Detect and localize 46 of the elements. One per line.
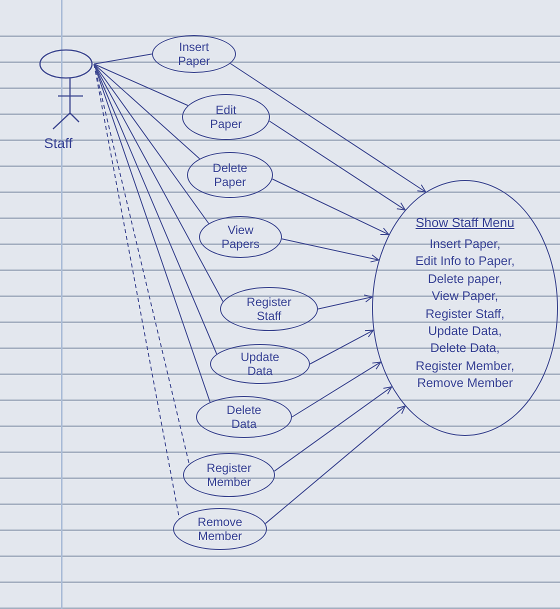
use-case-label: Update Data bbox=[240, 350, 280, 378]
arrow bbox=[310, 330, 374, 364]
arrow bbox=[318, 294, 373, 310]
use-case-ellipse bbox=[152, 35, 236, 73]
use-case-label: Register Member bbox=[206, 461, 252, 489]
use-case-ellipse bbox=[199, 216, 282, 258]
use-case-ellipse bbox=[187, 152, 273, 198]
arrow bbox=[272, 178, 390, 236]
use-case-label: View Papers bbox=[221, 223, 260, 251]
menu-item: Delete paper, bbox=[428, 270, 502, 288]
use-case-label: Edit Paper bbox=[210, 103, 242, 131]
use-case-ellipse bbox=[183, 453, 275, 497]
menu-item: Update Data, bbox=[428, 323, 502, 340]
use-case-ellipse bbox=[210, 344, 310, 384]
use-case-label: Remove Member bbox=[198, 515, 242, 543]
arrow bbox=[230, 63, 426, 192]
menu-item: Remove Member bbox=[417, 375, 513, 392]
association-line bbox=[94, 54, 152, 64]
arrow bbox=[281, 238, 380, 262]
arrow bbox=[274, 386, 392, 472]
menu-item: Delete Data, bbox=[430, 340, 500, 358]
use-case-label: Delete Data bbox=[226, 403, 262, 431]
association-line bbox=[94, 64, 190, 464]
association-line bbox=[94, 64, 200, 160]
arrow bbox=[264, 406, 406, 524]
menu-item: Insert Paper, bbox=[430, 236, 500, 253]
use-case-ellipse bbox=[173, 508, 267, 550]
menu-item: View Paper, bbox=[432, 288, 498, 306]
use-case-ellipse bbox=[182, 94, 270, 140]
use-case-label: Register Staff bbox=[246, 295, 292, 323]
menu-item: Edit Info to Paper, bbox=[415, 253, 515, 270]
use-case-label: Delete Paper bbox=[212, 161, 248, 189]
arrow bbox=[292, 362, 382, 418]
menu-title: Show Staff Menu bbox=[416, 214, 514, 231]
use-case-ellipse bbox=[196, 396, 292, 438]
arrow bbox=[268, 120, 406, 210]
menu-ellipse bbox=[372, 180, 558, 436]
association-line bbox=[94, 64, 180, 519]
actor-label: Staff bbox=[44, 135, 73, 152]
menu-item: Register Staff, bbox=[426, 306, 504, 323]
association-line bbox=[94, 64, 211, 403]
association-line bbox=[94, 64, 210, 224]
menu-item: Register Member, bbox=[416, 358, 514, 375]
use-case-ellipse bbox=[220, 287, 318, 331]
association-line bbox=[94, 64, 188, 106]
use-case-label: Insert Paper bbox=[178, 40, 210, 68]
